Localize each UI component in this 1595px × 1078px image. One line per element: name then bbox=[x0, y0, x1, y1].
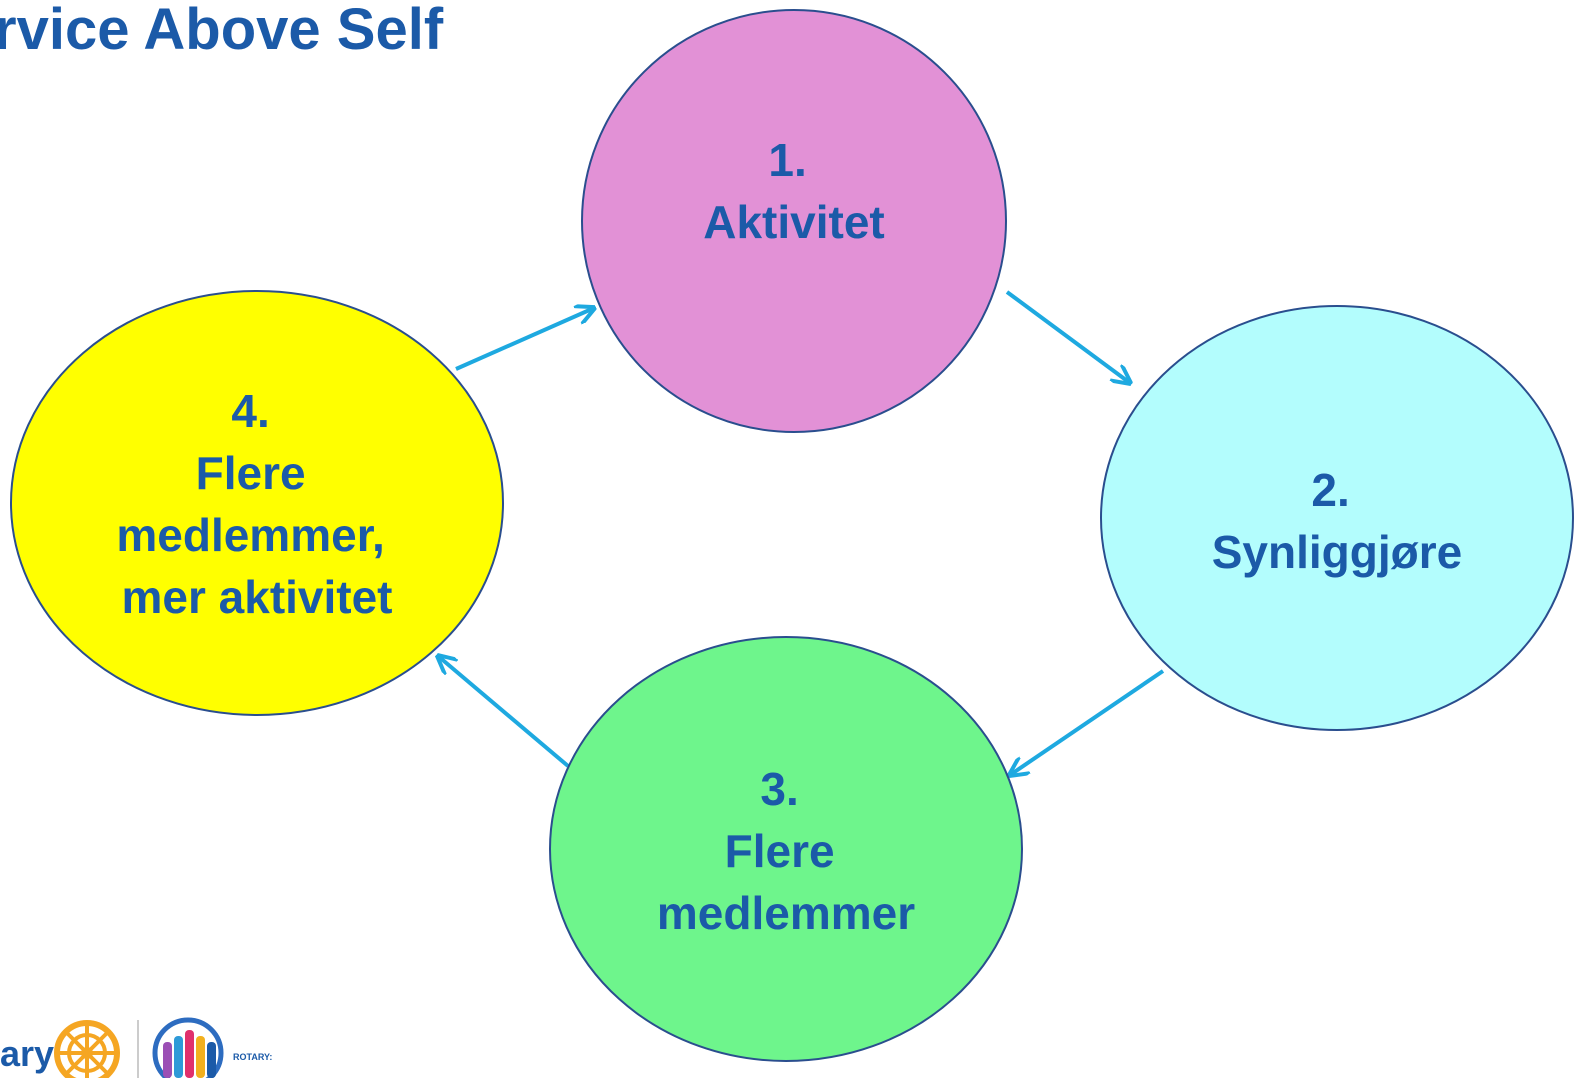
rotary-wheel-icon bbox=[54, 1020, 120, 1078]
node-4-line-3: medlemmer, bbox=[116, 509, 384, 561]
node-flere-medlemmer-line-3: medlemmer bbox=[657, 887, 915, 939]
arrow-1-to-2 bbox=[1005, 290, 1130, 383]
node-aktivitet-line-1: 1. bbox=[768, 134, 806, 186]
node-flere-medlemmer-mer-aktivitet: 4. Flere medlemmer, mer aktivitet bbox=[10, 290, 504, 716]
node-flere-medlemmer-circle bbox=[549, 636, 1023, 1062]
rotary-logo-text: ary bbox=[0, 1033, 54, 1074]
node-4-line-1: 4. bbox=[231, 385, 269, 437]
node-aktivitet: 1. Aktivitet bbox=[581, 9, 1007, 433]
node-flere-medlemmer: 3. Flere medlemmer bbox=[549, 636, 1023, 1062]
svg-text:1. Aktivitet: 1. Aktivitet bbox=[703, 134, 884, 248]
node-synliggjore-circle bbox=[1100, 305, 1574, 731]
rotary-logo-strip: ary ROTARY: bbox=[0, 1017, 272, 1078]
arrow-2-to-3 bbox=[1010, 669, 1165, 775]
node-aktivitet-circle bbox=[581, 9, 1007, 433]
svg-text:2. Synliggjøre: 2. Synliggjøre bbox=[1212, 464, 1462, 578]
rotary-small-text: ROTARY: bbox=[233, 1052, 272, 1062]
node-flere-medlemmer-mer-aktivitet-circle bbox=[10, 290, 504, 716]
node-flere-medlemmer-line-1: 3. bbox=[760, 763, 798, 815]
slide-title: rvice Above Self bbox=[0, 0, 444, 62]
node-flere-medlemmer-line-2: Flere bbox=[725, 825, 835, 877]
node-synliggjore-line-2: Synliggjøre bbox=[1212, 526, 1462, 578]
node-4-line-2: Flere bbox=[196, 447, 306, 499]
arrow-4-to-1 bbox=[455, 308, 594, 371]
rotary-people-icon bbox=[152, 1017, 224, 1078]
arrow-3-to-4 bbox=[438, 656, 570, 768]
node-4-line-4: mer aktivitet bbox=[121, 571, 392, 623]
svg-text:4. Flere medlemmer: 4. Flere medlemmer, mer aktivitet bbox=[116, 385, 397, 623]
node-aktivitet-line-2: Aktivitet bbox=[703, 196, 884, 248]
svg-text:3. Flere medlemmer: 3. Flere medlemmer bbox=[657, 763, 915, 939]
node-synliggjore: 2. Synliggjøre bbox=[1100, 305, 1574, 731]
node-synliggjore-line-1: 2. bbox=[1311, 464, 1349, 516]
